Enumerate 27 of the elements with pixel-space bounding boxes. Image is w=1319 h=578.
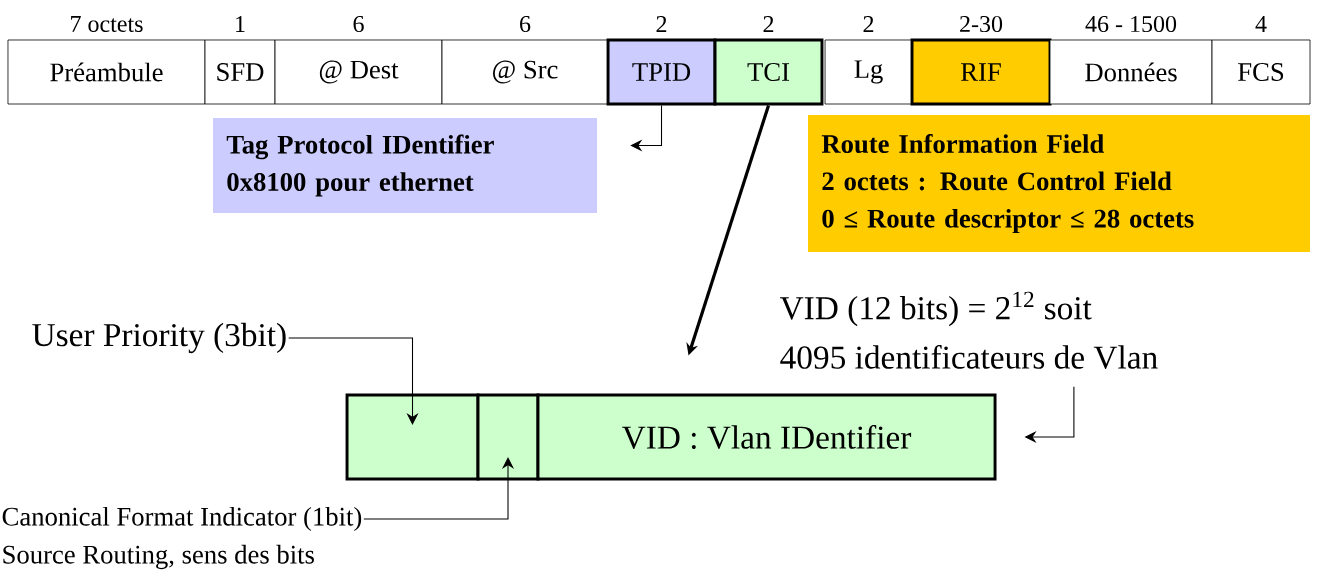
annotation-text: User Priority (3bit) [32,322,286,354]
octet-count: 2 [863,16,874,32]
field-cell: @ Src [441,39,609,105]
bit-field-cell [476,393,540,481]
octet-count: 2 [656,16,667,32]
field-cell: TPID [606,38,717,106]
octet-count: 6 [520,15,531,33]
leader-line [288,337,419,425]
octet-count: 46 - 1500 [1085,15,1177,33]
octet-count: 2-30 [960,15,1003,33]
octet-count: 7 octets [71,16,143,32]
field-cell: FCS [1211,39,1311,105]
field-cell: Données [1049,39,1213,105]
leader-line [630,104,663,152]
field-cell: TCI [713,38,824,106]
field-cell: SFD [204,39,276,105]
octet-count: 1 [236,16,245,32]
info-box: Tag Protocol IDentifier 0x8100 pour ethernet [213,118,597,213]
octet-count: 6 [353,15,364,33]
octet-count: 4 [1255,16,1267,32]
annotation-text: VID (12 bits) = 2$^{12}$ soit 4095 identificateurs de Vlan [780,291,1158,369]
octet-count: 2 [763,16,774,32]
annotation-text: Source Routing, sens des bits [3,544,314,570]
field-cell: Lg [824,39,913,105]
info-box: Route Information Field 2 octets : Route Control Field 0 ≤ Route descriptor ≤ 28 octets [808,114,1310,253]
field-cell: RIF [910,38,1052,106]
annotation-text: Canonical Format Indicator (1bit) [2,506,362,532]
